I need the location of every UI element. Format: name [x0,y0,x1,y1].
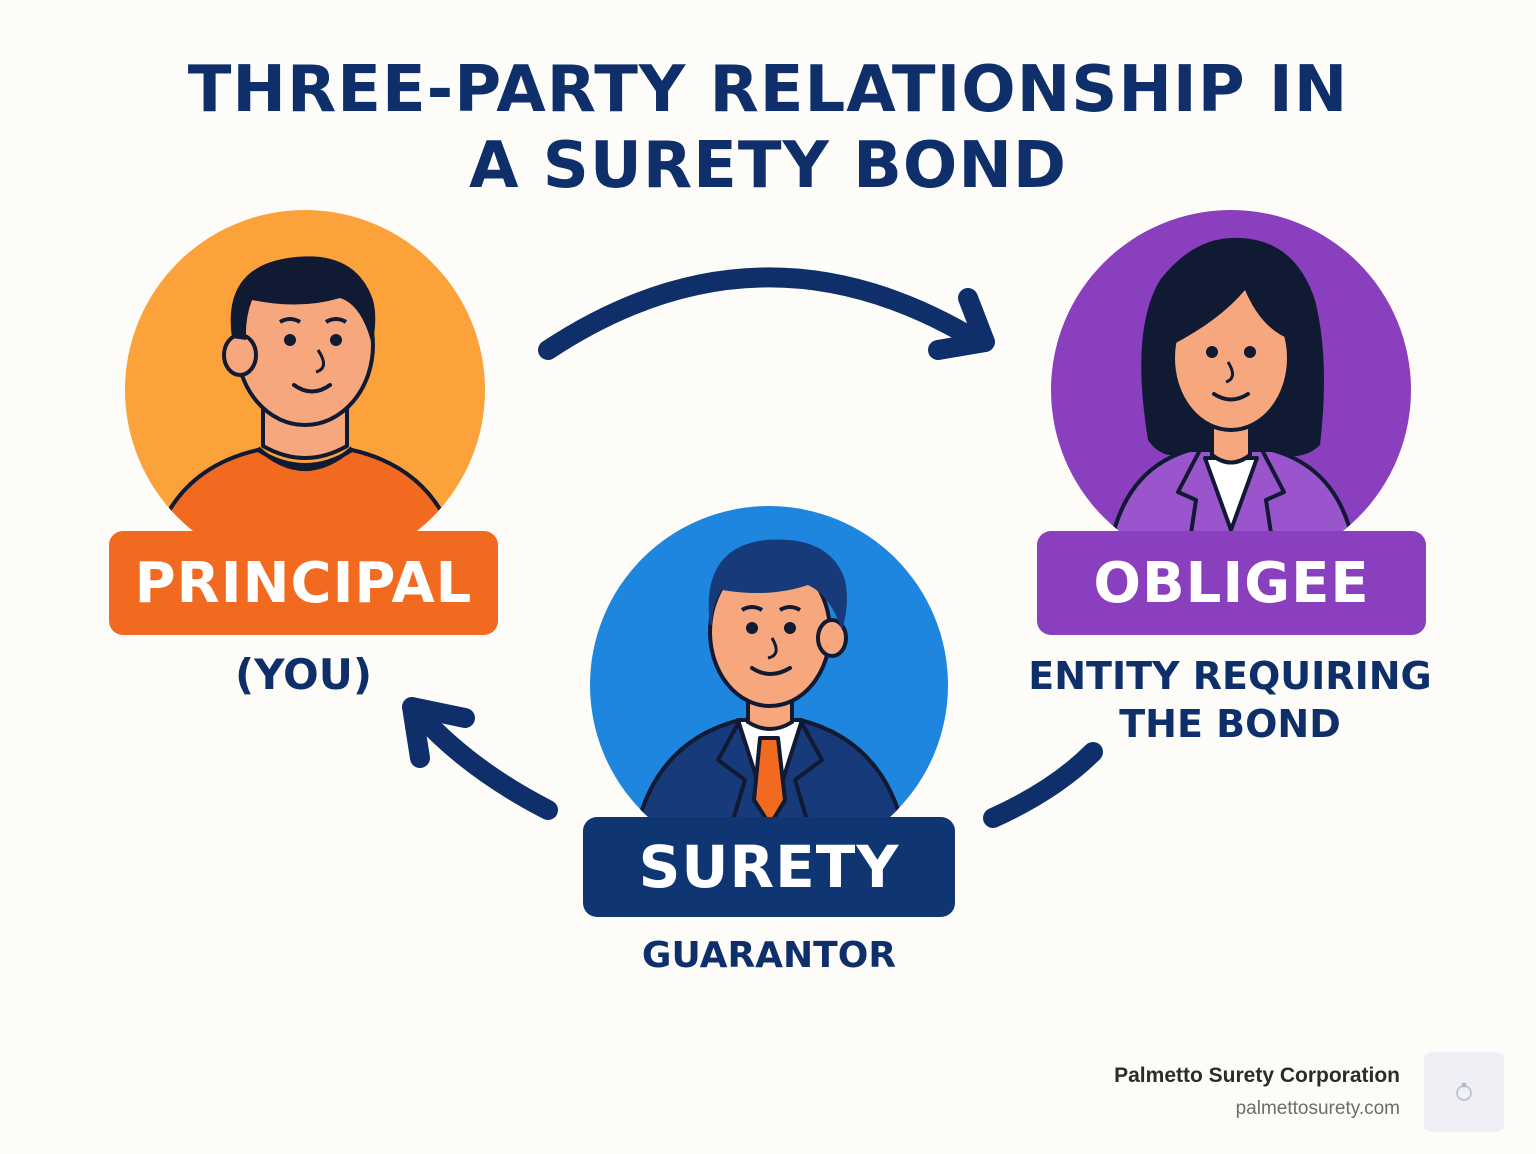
obligee-avatar [1051,210,1411,570]
arrow-surety-to-principal [402,697,558,820]
surety-avatar [590,506,948,864]
principal-description: (YOU) [234,650,373,699]
logo-icon [1456,1082,1472,1101]
footer-website: palmettosurety.com [1235,1098,1400,1119]
obligee-description: ENTITY REQUIRING THE BOND [1010,652,1450,748]
arrow-obligee-to-surety [983,742,1103,828]
principal-label: PRINCIPAL [109,531,498,635]
obligee-description-line-1: ENTITY REQUIRING [1028,654,1432,698]
surety-description: GUARANTOR [641,935,897,976]
arrow-principal-to-obligee [538,267,995,360]
title-line-2: A SURETY BOND [468,129,1068,203]
footer-company-name: Palmetto Surety Corporation [1114,1064,1400,1087]
obligee-label: OBLIGEE [1037,531,1426,635]
diagram-title: THREE-PARTY RELATIONSHIP IN A SURETY BON… [0,52,1536,204]
surety-label: SURETY [583,817,955,917]
title-line-1: THREE-PARTY RELATIONSHIP IN [187,53,1349,127]
obligee-description-line-2: THE BOND [1119,702,1341,746]
company-logo [1424,1052,1504,1132]
principal-avatar [125,210,485,570]
